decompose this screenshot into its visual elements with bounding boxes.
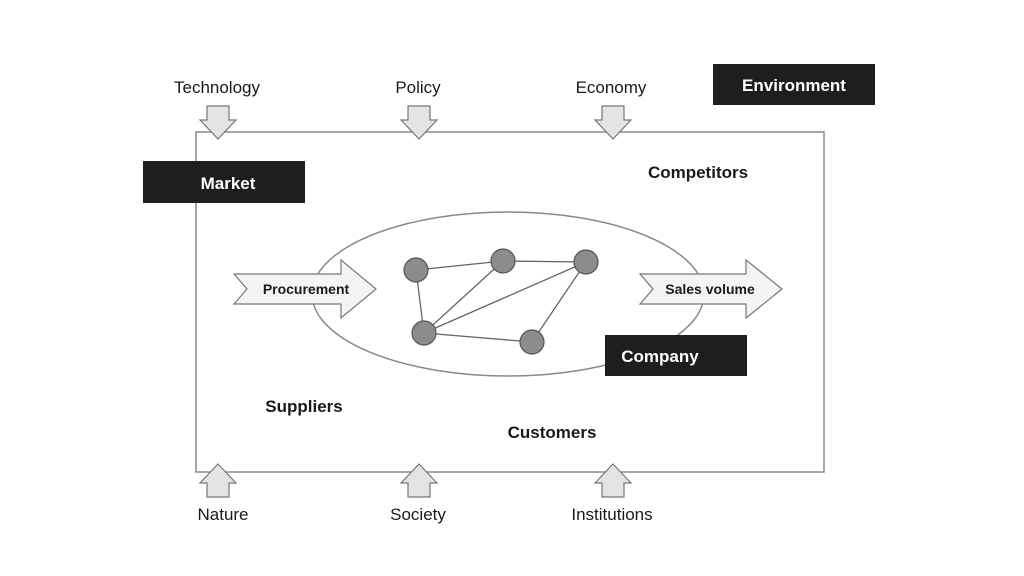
institutions-label: Institutions xyxy=(571,505,652,524)
company-box-bg xyxy=(605,335,747,376)
nature-arrow xyxy=(198,463,238,498)
environment-label: Environment xyxy=(742,76,846,95)
network-edge xyxy=(423,261,587,334)
policy-label: Policy xyxy=(395,78,441,97)
market-frame xyxy=(195,131,825,473)
network-node xyxy=(519,329,545,355)
market-label: Market xyxy=(201,174,256,193)
procurement-label: Procurement xyxy=(263,281,350,297)
network-edge xyxy=(423,260,504,334)
economy-arrow xyxy=(593,105,633,140)
policy-arrow xyxy=(399,105,439,140)
society-label: Society xyxy=(390,505,446,524)
nature-label: Nature xyxy=(197,505,248,524)
network-node xyxy=(411,320,437,346)
network-edge xyxy=(531,261,587,343)
environment-box-bg xyxy=(713,64,875,105)
network-edge xyxy=(502,260,587,263)
company-label: Company xyxy=(621,347,699,366)
network-edge xyxy=(415,260,504,271)
market-box: Market xyxy=(143,161,305,203)
competitors-label: Competitors xyxy=(648,163,748,182)
procurement-arrow-shape xyxy=(232,258,377,320)
suppliers-label: Suppliers xyxy=(265,397,342,416)
customers-label: Customers xyxy=(508,423,597,442)
sales-volume-label: Sales volume xyxy=(665,281,755,297)
economy-label: Economy xyxy=(576,78,647,97)
network-edge xyxy=(423,332,533,343)
network-node xyxy=(403,257,429,283)
institutions-arrow xyxy=(593,463,633,498)
procurement-arrow: Procurement xyxy=(232,258,377,320)
network-node xyxy=(573,249,599,275)
network-nodes xyxy=(403,248,599,355)
market-box-bg xyxy=(143,161,305,203)
bottom-influence-arrows xyxy=(198,463,633,498)
company-box: Company xyxy=(605,335,747,376)
top-influence-arrows xyxy=(198,105,633,140)
network-node xyxy=(490,248,516,274)
society-arrow xyxy=(399,463,439,498)
technology-label: Technology xyxy=(174,78,261,97)
sales-volume-arrow: Sales volume xyxy=(638,258,783,320)
environment-box: Environment xyxy=(713,64,875,105)
sales-volume-arrow-shape xyxy=(638,258,783,320)
technology-arrow xyxy=(198,105,238,140)
